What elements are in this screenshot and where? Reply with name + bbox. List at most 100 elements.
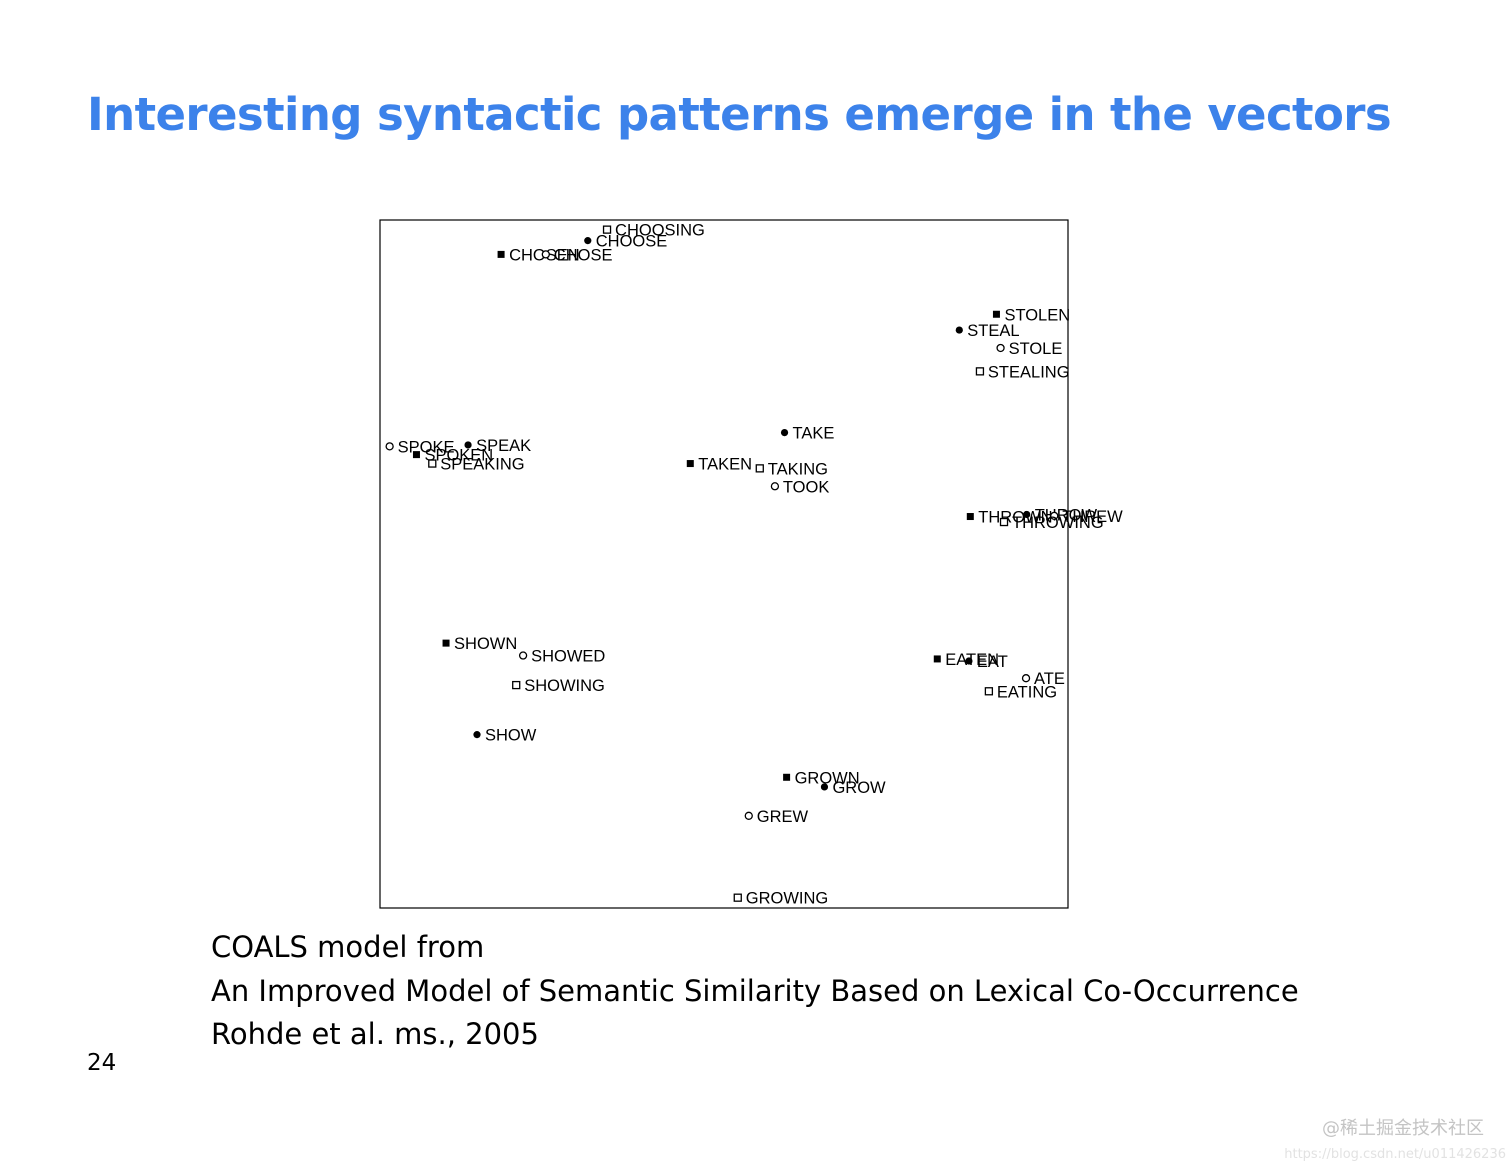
marker-filled-circle [955,326,963,334]
point-label: SPOKEN [424,447,493,465]
point-label: STOLEN [1004,306,1070,324]
data-point-thrown: THROWN [966,509,1053,527]
point-label: STEALING [988,363,1070,381]
point-label: THROWN [978,509,1052,527]
marker-open-square [755,464,764,473]
point-label: SPOKE [398,438,455,456]
marker-open-circle [744,811,753,820]
data-point-grow: GROW [820,779,886,797]
point-label: THROW [1035,506,1098,524]
data-point-taking: TAKING [755,460,828,478]
marker-open-square [512,680,521,690]
marker-filled-circle [584,237,592,245]
point-label: GROW [832,779,886,797]
watermark-url: https://blog.csdn.net/u011426236 [1284,1147,1506,1162]
data-point-chose: CHOSE [541,246,613,264]
point-label: GROWING [746,890,829,908]
marker-filled-square [783,773,791,781]
point-label: EAT [977,653,1008,671]
marker-open-circle [518,651,528,660]
data-point-eat: EAT [965,653,1008,671]
slide-number: 24 [87,1050,117,1076]
marker-open-circle [996,343,1005,353]
point-label: GROWN [795,769,860,787]
marker-open-square [984,687,994,696]
data-point-grown: GROWN [783,769,860,787]
data-point-ate: ATE [1021,670,1065,688]
caption-line-2: An Improved Model of Semantic Similarity… [211,973,1299,1008]
points-layer: CHOOSINGCHOOSECHOSENCHOSESTOLENSTEALSTOL… [385,222,1123,908]
point-label: SPEAK [476,437,531,455]
data-point-stole: STOLE [996,340,1063,358]
data-point-growing: GROWING [733,890,829,908]
marker-filled-square [412,451,420,459]
point-label: TOOK [783,478,829,496]
marker-filled-circle [464,441,472,449]
data-point-took: TOOK [770,478,829,496]
marker-filled-square [966,513,974,521]
caption-line-3: Rohde et al. ms., 2005 [211,1017,539,1051]
point-label: SPEAKING [440,456,524,474]
data-point-throwing: THROWING [999,514,1104,532]
marker-filled-square [933,655,941,663]
marker-filled-square [442,639,450,647]
data-point-choose: CHOOSE [584,233,667,251]
data-point-grew: GREW [744,808,809,826]
marker-filled-circle [820,783,829,791]
point-label: SHOWN [454,635,517,653]
marker-open-circle [770,482,780,491]
marker-filled-square [497,250,505,258]
point-label: CHOOSING [615,222,705,240]
data-point-stolen: STOLEN [992,306,1070,324]
plot-frame [379,219,1069,909]
data-point-stealing: STEALING [975,363,1070,381]
point-label: STOLE [1009,340,1063,358]
marker-filled-square [992,310,1000,318]
caption-line-1: COALS model from [211,930,485,964]
marker-filled-circle [780,428,789,437]
data-point-showing: SHOWING [512,677,605,695]
marker-open-circle [1021,674,1031,683]
point-label: TAKEN [698,456,752,474]
data-point-steal: STEAL [955,322,1020,340]
slide-title: Interesting syntactic patterns emerge in… [87,88,1392,141]
data-point-take: TAKE [780,425,835,443]
point-label: GREW [757,808,809,826]
marker-filled-circle [1023,510,1031,519]
marker-open-square [733,893,742,902]
point-label: EATING [997,683,1057,701]
data-point-taken: TAKEN [686,456,752,474]
point-label: SHOW [485,727,537,745]
point-label: CHOSE [554,246,613,264]
marker-open-circle [385,442,394,451]
marker-open-circle [1050,511,1059,520]
point-label: TAKING [768,460,828,478]
data-point-speak: SPEAK [464,437,531,455]
marker-filled-circle [473,731,481,739]
marker-open-circle [541,250,550,259]
marker-open-square [602,225,612,234]
data-point-showed: SHOWED [518,648,605,666]
point-label: SHOWED [531,648,605,666]
data-point-eating: EATING [984,683,1057,701]
marker-filled-square [686,460,694,468]
data-point-threw: THREW [1050,508,1123,526]
point-label: ATE [1034,670,1065,688]
point-label: THROWING [1012,514,1104,532]
point-label: TAKE [793,425,835,443]
point-label: STEAL [967,322,1019,340]
marker-open-square [975,367,985,376]
data-point-show: SHOW [473,727,537,745]
marker-open-square [999,517,1009,527]
data-point-throw: THROW [1023,506,1097,524]
point-label: SHOWING [524,677,605,695]
caption: COALS model from An Improved Model of Se… [211,926,1299,1057]
data-point-speaking: SPEAKING [428,456,525,474]
watermark: @稀土掘金技术社区 [1322,1118,1484,1139]
point-label: THREW [1062,508,1123,526]
data-point-shown: SHOWN [442,635,517,653]
marker-open-square [428,459,437,468]
marker-filled-circle [965,657,973,665]
